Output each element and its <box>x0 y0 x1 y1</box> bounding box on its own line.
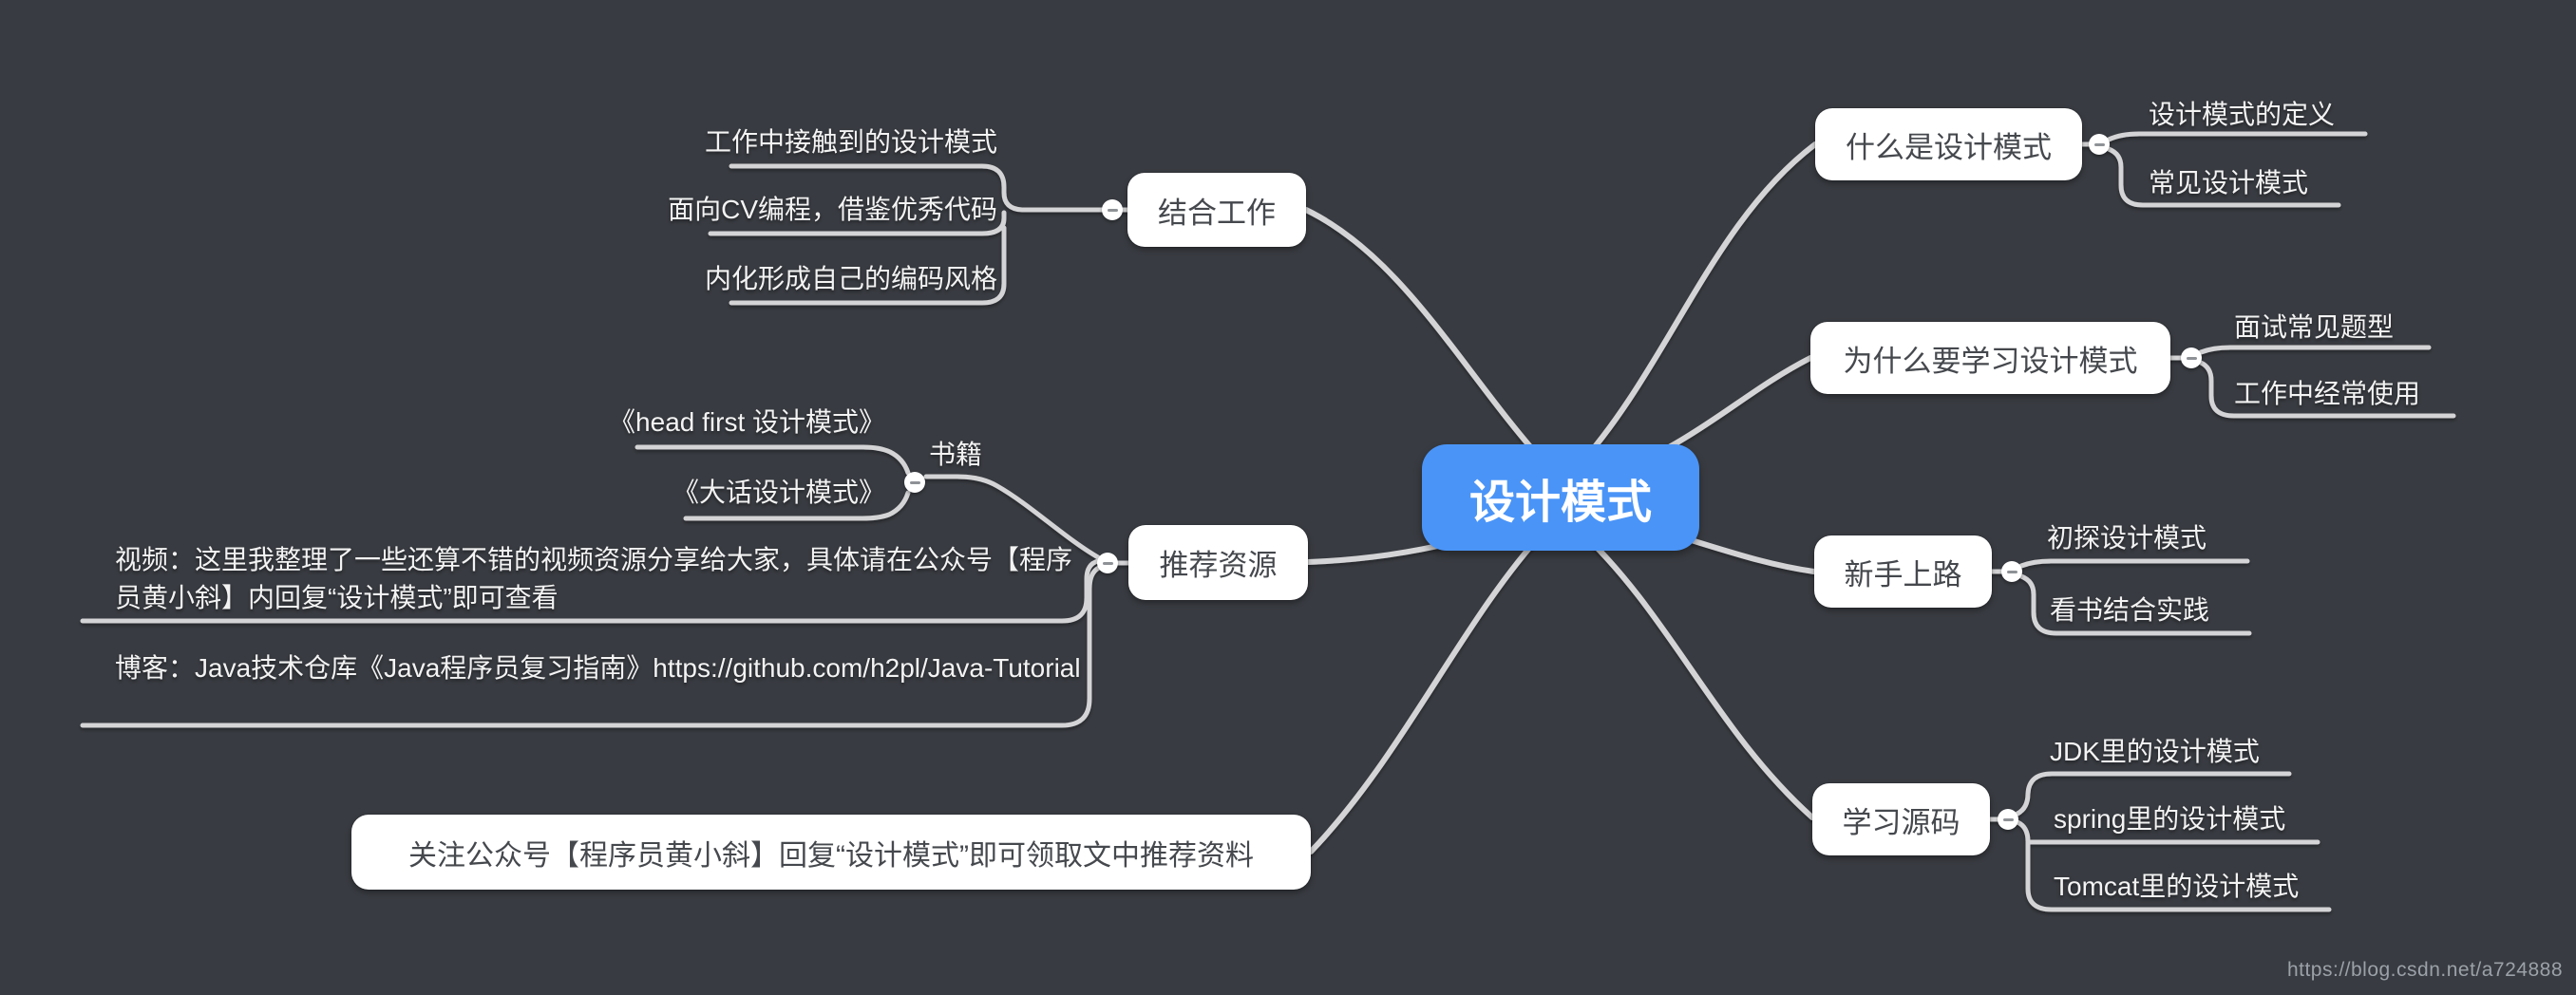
node-learn-source-code[interactable]: 学习源码 <box>1812 783 1990 855</box>
leaf-dahua-design-patterns[interactable]: 《大话设计模式》 <box>672 478 885 507</box>
leaf-first-look-at-design-patterns[interactable]: 初探设计模式 <box>2047 523 2207 553</box>
collapse-button-source[interactable] <box>1998 809 2018 830</box>
bracket-resources-children <box>80 474 1102 728</box>
node-follow-official-account[interactable]: 关注公众号【程序员黄小斜】回复“设计模式”即可领取文中推荐资料 <box>351 815 1311 890</box>
collapse-button-books[interactable] <box>904 472 925 493</box>
bracket-why-children <box>2198 345 2456 419</box>
leaf-reading-plus-practice[interactable]: 看书结合实践 <box>2050 595 2210 625</box>
leaf-design-patterns-in-jdk[interactable]: JDK里的设计模式 <box>2050 737 2260 766</box>
node-recommended-resources[interactable]: 推荐资源 <box>1128 525 1308 600</box>
bracket-work-children <box>708 163 1106 306</box>
bracket-books-children <box>635 444 911 521</box>
leaf-common-interview-questions[interactable]: 面试常见题型 <box>2234 312 2395 342</box>
collapse-button-what[interactable] <box>2089 134 2110 155</box>
leaf-design-patterns-in-tomcat[interactable]: Tomcat里的设计模式 <box>2054 872 2300 901</box>
node-combine-with-work[interactable]: 结合工作 <box>1127 173 1306 247</box>
bracket-source-children <box>2015 771 2332 912</box>
node-what-is-design-patterns[interactable]: 什么是设计模式 <box>1815 108 2082 180</box>
csdn-watermark: https://blog.csdn.net/a724888 <box>2286 959 2563 981</box>
leaf-common-design-patterns[interactable]: 常见设计模式 <box>2149 168 2309 197</box>
leaf-design-patterns-in-spring[interactable]: spring里的设计模式 <box>2054 804 2286 834</box>
leaf-books[interactable]: 书籍 <box>929 440 983 469</box>
collapse-button-newbie[interactable] <box>2001 561 2022 582</box>
collapse-button-resources[interactable] <box>1097 553 1118 573</box>
collapse-button-why[interactable] <box>2181 347 2202 368</box>
node-newbie-start[interactable]: 新手上路 <box>1814 535 1992 608</box>
root-node-design-patterns[interactable]: 设计模式 <box>1422 444 1699 551</box>
collapse-button-work[interactable] <box>1102 199 1123 220</box>
leaf-cv-oriented-programming[interactable]: 面向CV编程，借鉴优秀代码 <box>668 195 997 224</box>
leaf-head-first-design-patterns[interactable]: 《head first 设计模式》 <box>609 407 885 437</box>
bracket-what-children <box>2106 131 2368 208</box>
leaf-definition-of-design-patterns[interactable]: 设计模式的定义 <box>2149 100 2336 129</box>
bracket-newbie-children <box>2018 558 2252 636</box>
leaf-blog-java-tutorial[interactable]: 博客：Java技术仓库《Java程序员复习指南》https://github.c… <box>115 653 1081 683</box>
leaf-often-used-at-work[interactable]: 工作中经常使用 <box>2234 379 2421 408</box>
leaf-patterns-met-at-work[interactable]: 工作中接触到的设计模式 <box>704 127 997 157</box>
leaf-video-resources[interactable]: 视频：这里我整理了一些还算不错的视频资源分享给大家，具体请在公众号【程序员黄小斜… <box>115 545 1073 612</box>
node-why-learn-design-patterns[interactable]: 为什么要学习设计模式 <box>1810 322 2170 394</box>
leaf-internalize-coding-style[interactable]: 内化形成自己的编码风格 <box>704 264 997 293</box>
